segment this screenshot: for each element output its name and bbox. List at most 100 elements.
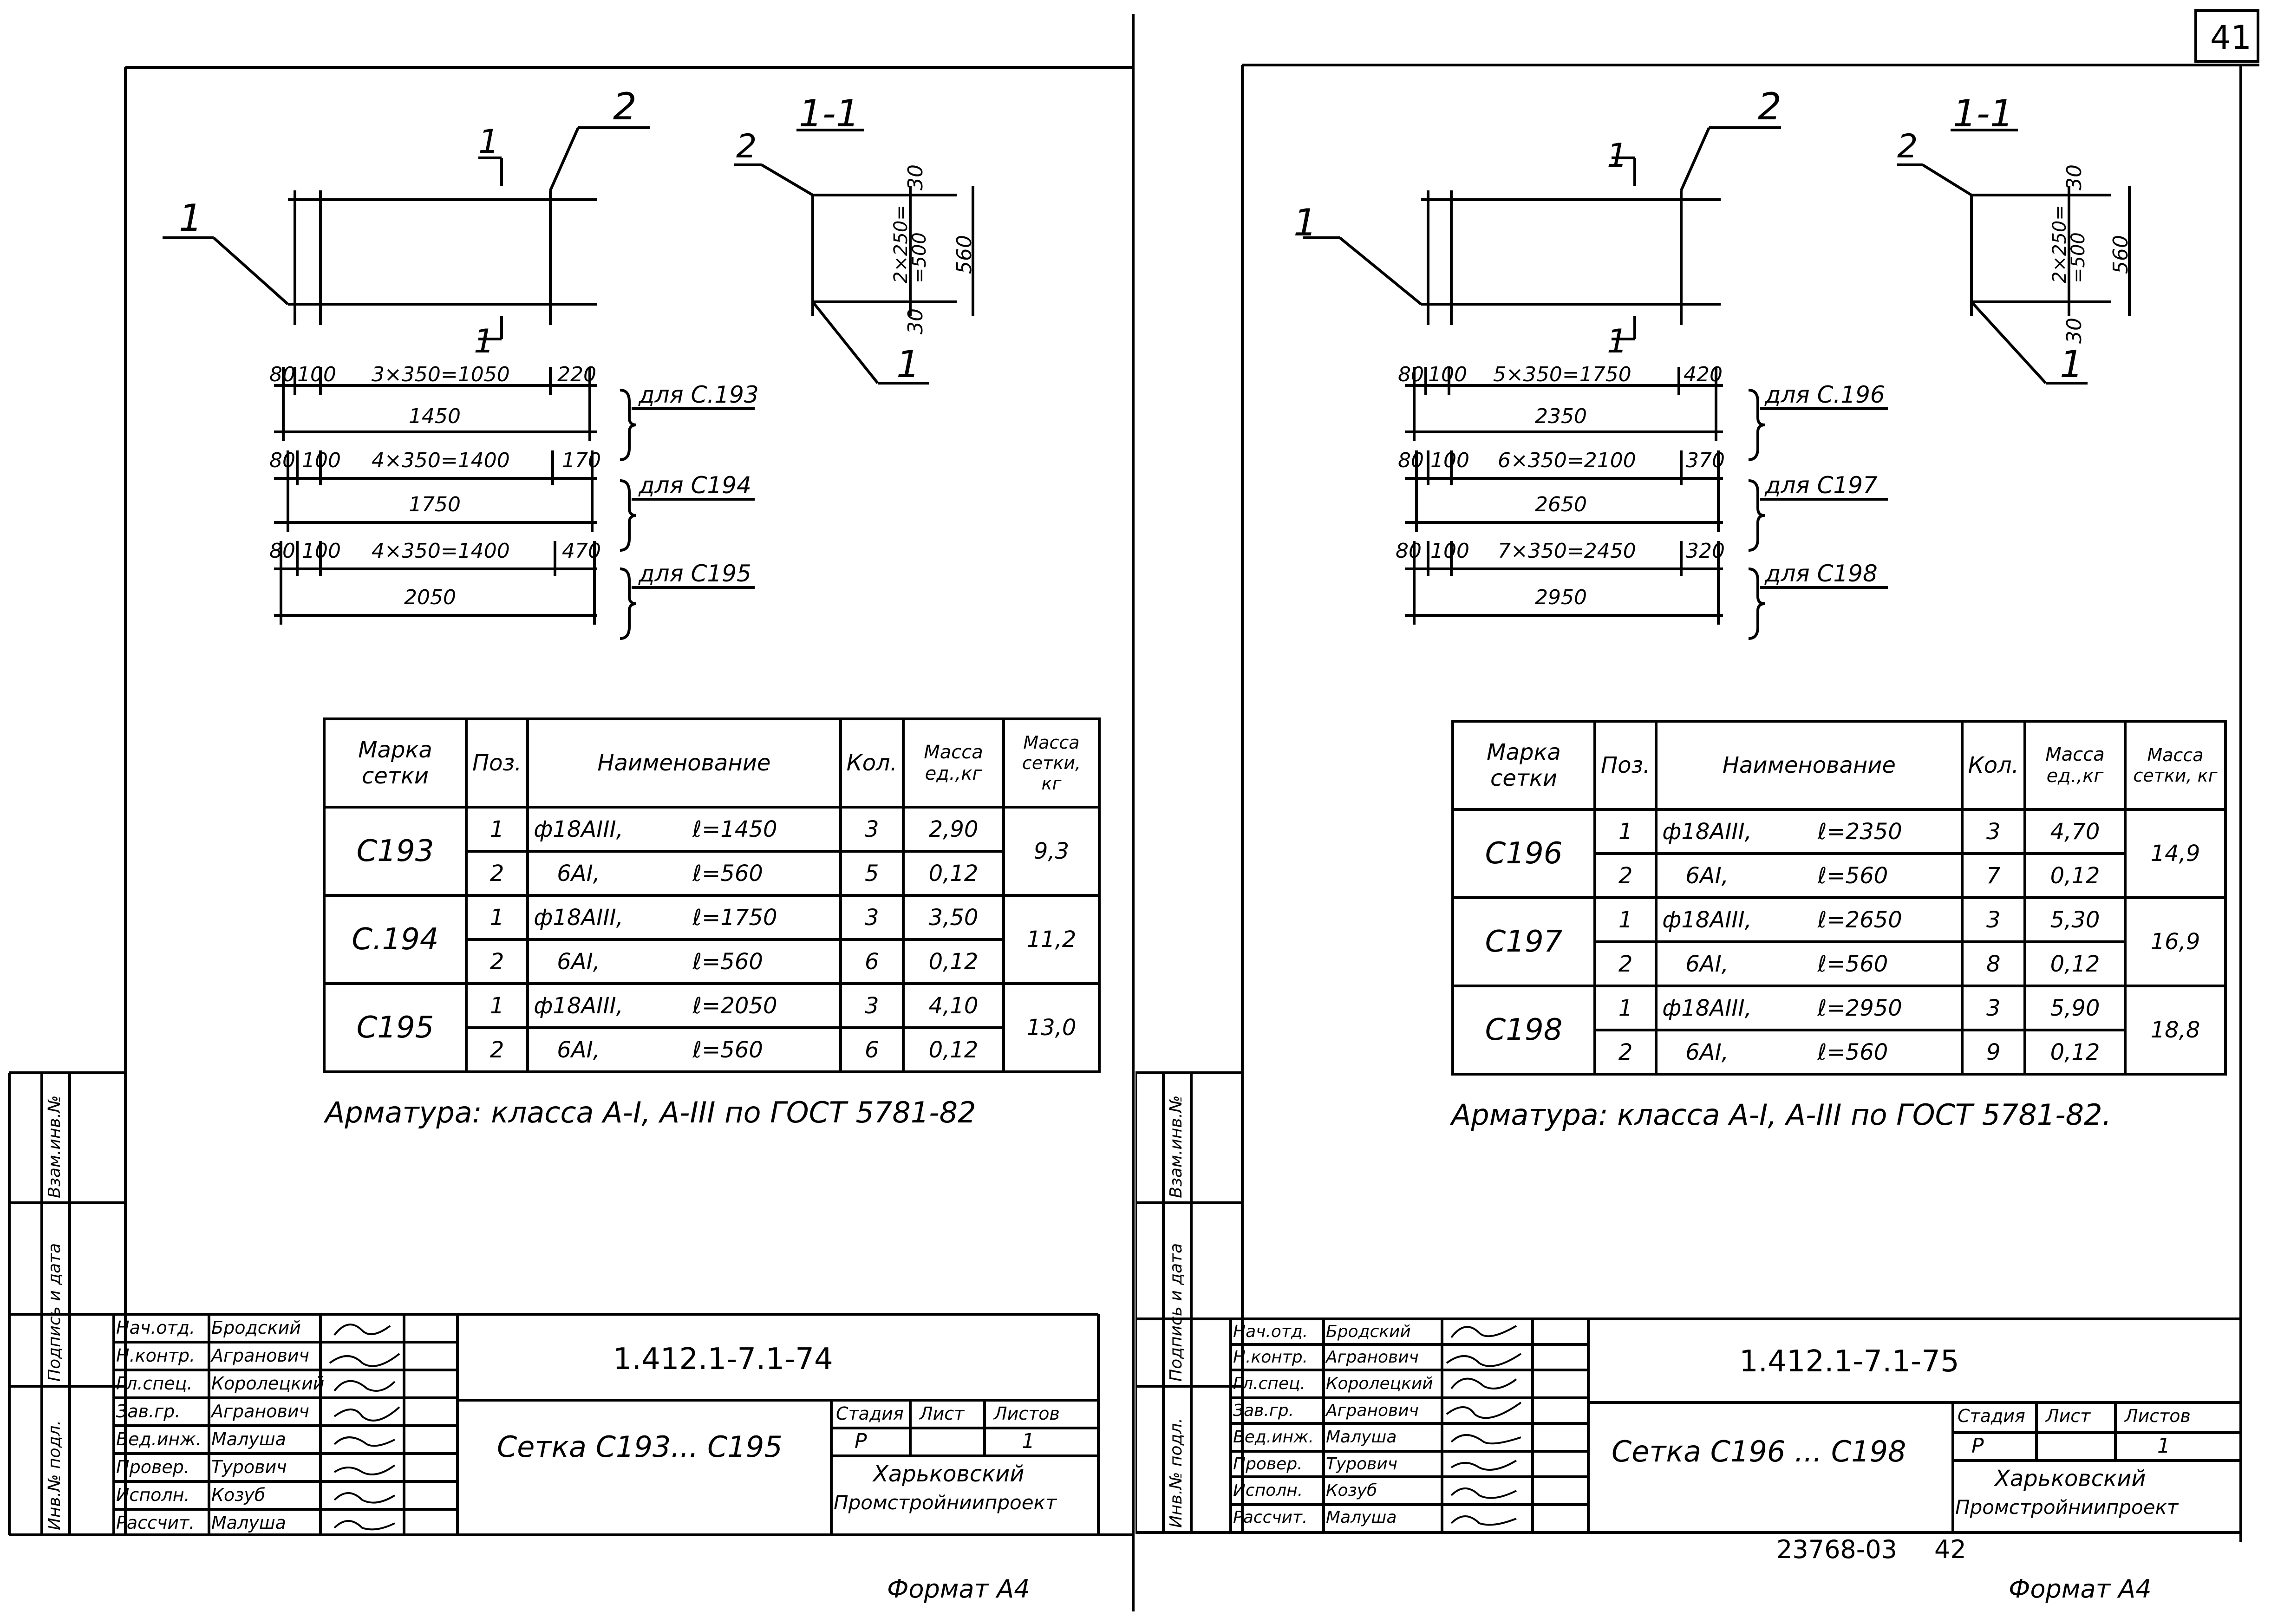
mass-cell: 2,90 [902, 806, 1005, 853]
dim-b: 100 [302, 449, 341, 472]
page-number: 41 [2210, 19, 2252, 57]
dim-d: 220 [557, 363, 596, 386]
total-cell: 11,2 [1002, 894, 1101, 985]
col-pos: Поз. [464, 717, 529, 809]
role-cell: Зав.гр. [116, 1401, 181, 1422]
cut-label-top: 1 [1607, 137, 1628, 175]
role-cell: Провер. [116, 1457, 189, 1477]
mass-cell: 0,12 [902, 1026, 1005, 1073]
section-dim-total: 560 [953, 235, 976, 274]
org-name-1: Харьковский [873, 1461, 1025, 1487]
section-dim-top: 30 [904, 164, 927, 190]
name-cell: Турович [1326, 1454, 1398, 1474]
stage-label: Стадия [836, 1403, 904, 1424]
length-cell: ℓ=1750 [688, 894, 842, 941]
col-name: Наименование [526, 717, 842, 809]
table-row: С.194 1 ф18АIII, ℓ=1750 3 3,50 11,2 [323, 894, 1101, 985]
dim-for: для С197 [1765, 472, 1878, 499]
length-cell: ℓ=560 [688, 938, 842, 985]
dim-c: 7×350=2450 [1498, 539, 1636, 563]
qty-cell: 3 [1960, 808, 2027, 855]
name-cell: Козуб [211, 1485, 266, 1505]
name-cell: 6АI, [1655, 1029, 1813, 1076]
col-mesh-mass: Масса сетки, кг [2124, 720, 2227, 811]
pos-2-label: 2 [1758, 85, 1782, 128]
dim-total: 2050 [404, 586, 456, 609]
section-label: 1-1 [799, 92, 860, 135]
mark-cell: С195 [323, 982, 468, 1073]
dim-a: 80 [269, 539, 295, 563]
qty-cell: 6 [839, 1026, 905, 1073]
dim-d: 470 [562, 539, 601, 563]
dim-for: для С194 [639, 472, 751, 499]
sheets-value: 1 [2157, 1434, 2170, 1458]
margin-label-replace: Взам.инв.№ [1167, 1095, 1186, 1198]
dim-for: для С195 [639, 560, 751, 587]
name-cell: Бродский [1326, 1322, 1411, 1341]
dim-b: 100 [1428, 363, 1467, 386]
dim-for: для С198 [1765, 560, 1878, 587]
margin-label-inv: Инв.№ подл. [45, 1420, 64, 1530]
doc-code: 1.412.1-7.1-75 [1739, 1344, 1959, 1379]
pos-cell: 1 [464, 982, 529, 1029]
dim-d: 320 [1686, 539, 1725, 563]
dim-a: 80 [269, 449, 295, 472]
qty-cell: 9 [1960, 1029, 2027, 1076]
dim-for: для С.196 [1765, 381, 1885, 408]
col-mark: Марка сетки [323, 717, 468, 809]
col-pos: Поз. [1593, 720, 1658, 811]
qty-cell: 3 [1960, 896, 2027, 943]
name-cell: ф18АIII, [526, 982, 688, 1029]
dim-a: 80 [1398, 363, 1424, 386]
mark-cell: С193 [323, 806, 468, 897]
pos-cell: 1 [464, 806, 529, 853]
doc-code: 1.412.1-7.1-74 [613, 1342, 833, 1376]
org-name-1: Харьковский [1995, 1466, 2146, 1492]
reinforcement-note: Арматура: класса А-I, А-III по ГОСТ 5781… [325, 1096, 976, 1129]
name-cell: Королецкий [1326, 1374, 1433, 1393]
length-cell: ℓ=2350 [1813, 808, 1964, 855]
role-cell: Вед.инж. [1233, 1428, 1314, 1447]
pos-1-label: 1 [179, 196, 202, 240]
name-cell: Малуша [1326, 1428, 1397, 1447]
name-cell: 6АI, [1655, 940, 1813, 987]
archive-page: 42 [1934, 1535, 1966, 1564]
length-cell: ℓ=560 [1813, 940, 1964, 987]
dim-c: 3×350=1050 [372, 363, 510, 386]
pos-cell: 2 [464, 850, 529, 897]
qty-cell: 7 [1960, 852, 2027, 899]
length-cell: ℓ=2050 [688, 982, 842, 1029]
col-unit-mass: Масса ед.,кг [2023, 720, 2127, 811]
reinforcement-note: Арматура: класса А-I, А-III по ГОСТ 5781… [1451, 1098, 2112, 1132]
archive-number: 23768-03 [1776, 1535, 1897, 1564]
mark-cell: С198 [1451, 985, 1596, 1076]
pos-cell: 2 [1593, 852, 1658, 899]
name-cell: Агранович [211, 1401, 310, 1422]
total-cell: 16,9 [2124, 896, 2227, 987]
length-cell: ℓ=2950 [1813, 985, 1964, 1031]
mass-cell: 0,12 [2023, 940, 2127, 987]
stage-label: Стадия [1958, 1406, 2025, 1426]
sheets-label: Листов [994, 1403, 1060, 1424]
length-cell: ℓ=1450 [688, 806, 842, 853]
mass-cell: 3,50 [902, 894, 1005, 941]
section-pos-2-label: 2 [736, 127, 757, 165]
dim-total: 1450 [409, 404, 461, 428]
dim-total: 2650 [1535, 493, 1587, 516]
cut-label-top: 1 [478, 123, 499, 161]
mass-cell: 4,70 [2023, 808, 2127, 855]
dim-total: 2950 [1535, 586, 1587, 609]
section-dim-bottom: 30 [2062, 318, 2086, 344]
name-cell: 6АI, [526, 850, 688, 897]
table-row: С196 1 ф18АIII, ℓ=2350 3 4,70 14,9 [1451, 808, 2227, 899]
org-name-2: Промстройниипроект [834, 1491, 1057, 1514]
name-cell: Малуша [211, 1429, 286, 1449]
dim-b: 100 [1430, 449, 1469, 472]
qty-cell: 5 [839, 850, 905, 897]
col-name: Наименование [1655, 720, 1964, 811]
table-row: С193 1 ф18АIII, ℓ=1450 3 2,90 9,3 [323, 806, 1101, 897]
total-cell: 9,3 [1002, 806, 1101, 897]
specification-table: Марка сетки Поз. Наименование Кол. Масса… [1451, 720, 2227, 1076]
name-cell: ф18АIII, [526, 806, 688, 853]
mass-cell: 0,12 [2023, 1029, 2127, 1076]
